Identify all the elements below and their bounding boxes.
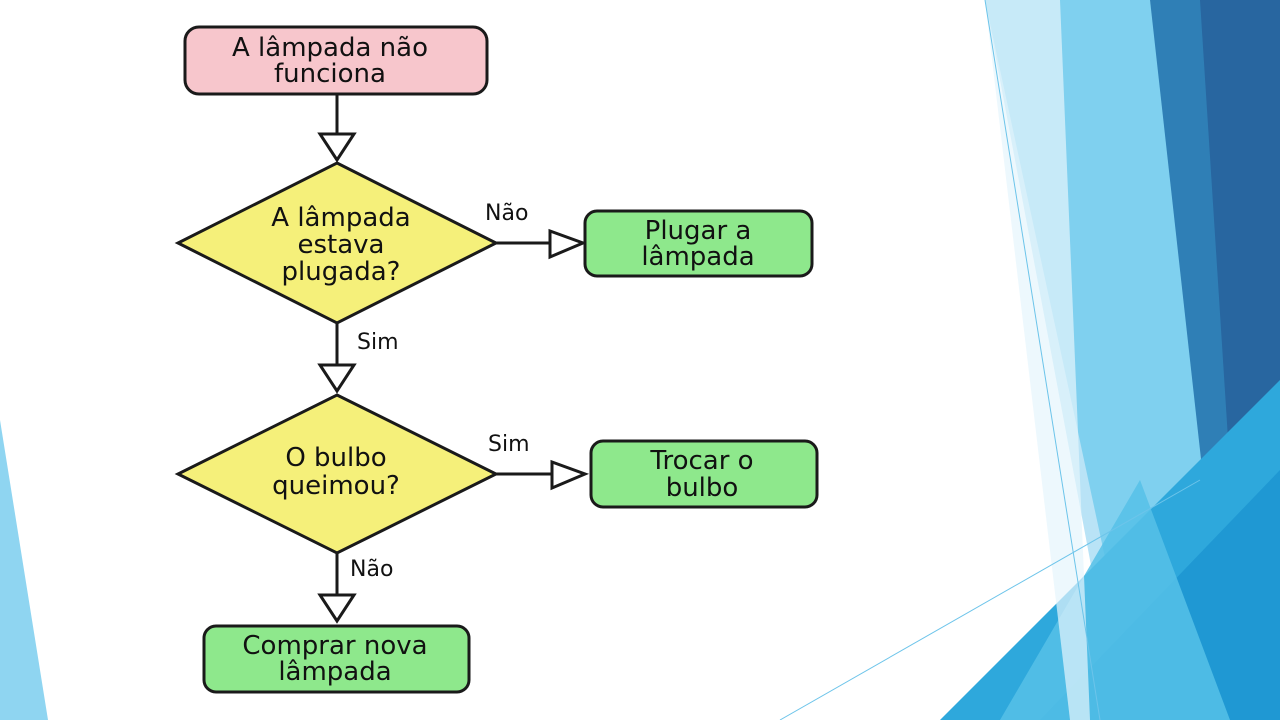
decision-bulb-burned-line1: O bulbo	[285, 443, 386, 473]
decision-bulb-burned: O bulbo queimou?	[174, 393, 500, 555]
arrowhead-down	[317, 363, 357, 394]
edge-label-q1-yes: Sim	[357, 330, 399, 355]
action-buy-new-lamp: Comprar nova lâmpada	[202, 624, 471, 694]
edge-label-q1-no: Não	[485, 201, 528, 226]
action-replace-bulb-line1: Trocar o	[649, 446, 753, 476]
action-buy-new-lamp-line2: lâmpada	[278, 657, 391, 687]
connectors	[317, 94, 590, 624]
action-buy-new-lamp-line1: Comprar nova	[242, 631, 427, 661]
arrowhead-right	[548, 228, 588, 260]
start-node-line2: funciona	[274, 59, 386, 89]
decision-bulb-burned-line2: queimou?	[272, 471, 400, 501]
action-plug-lamp: Plugar a lâmpada	[583, 209, 814, 278]
arrowhead-right	[550, 459, 590, 491]
arrowhead-down	[317, 593, 357, 624]
action-replace-bulb-line2: bulbo	[666, 473, 739, 503]
decision-plugged-line3: plugada?	[282, 257, 401, 287]
action-plug-lamp-line1: Plugar a	[645, 216, 752, 246]
decision-plugged-line1: A lâmpada	[271, 203, 410, 233]
decision-plugged-line2: estava	[298, 230, 385, 260]
decision-plugged: A lâmpada estava plugada?	[174, 161, 500, 325]
action-plug-lamp-line2: lâmpada	[641, 242, 754, 272]
start-node: A lâmpada não funciona	[183, 25, 489, 96]
arrowhead-down	[317, 132, 357, 163]
edge-label-q2-yes: Sim	[488, 432, 530, 457]
action-replace-bulb: Trocar o bulbo	[589, 439, 819, 509]
edge-label-q2-no: Não	[350, 557, 393, 582]
start-node-line1: A lâmpada não	[232, 33, 428, 63]
